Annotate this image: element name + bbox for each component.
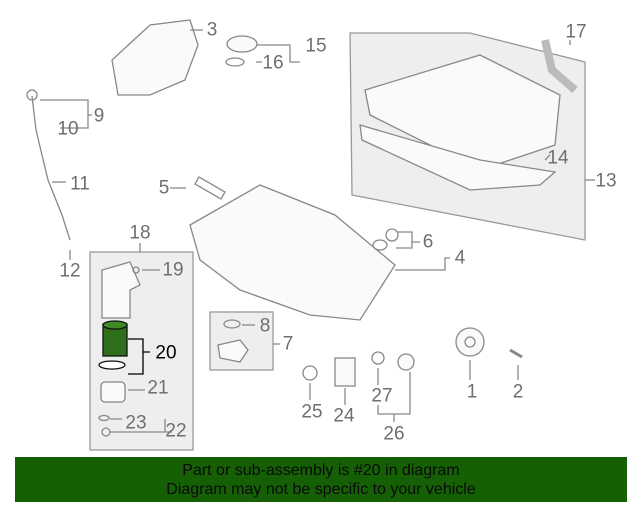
callout-15[interactable]: 15 bbox=[305, 35, 327, 57]
callout-10[interactable]: 10 bbox=[57, 118, 79, 140]
sensor-oring-part bbox=[223, 319, 241, 329]
drain-washer-part bbox=[98, 414, 110, 422]
callout-13[interactable]: 13 bbox=[595, 170, 617, 192]
callout-19[interactable]: 19 bbox=[162, 259, 184, 281]
oil-pan-part bbox=[189, 184, 396, 321]
dipstick-handle-part bbox=[26, 89, 38, 101]
callout-25[interactable]: 25 bbox=[301, 401, 323, 423]
callout-11[interactable]: 11 bbox=[70, 173, 90, 195]
callout-14[interactable]: 14 bbox=[547, 147, 569, 169]
seal-27-part bbox=[371, 351, 385, 365]
dipstick-tube-part bbox=[31, 95, 71, 241]
bolt-part bbox=[194, 176, 226, 200]
callout-16[interactable]: 16 bbox=[262, 52, 284, 74]
banner-line-2: Diagram may not be specific to your vehi… bbox=[166, 481, 476, 498]
part-26-plug bbox=[397, 353, 415, 371]
housing-seal-part bbox=[132, 266, 140, 274]
oil-filter-element-part bbox=[102, 323, 128, 357]
cap-seal-part bbox=[225, 57, 245, 67]
callout-7[interactable]: 7 bbox=[282, 333, 294, 355]
callout-12[interactable]: 12 bbox=[59, 260, 81, 282]
leader-lines bbox=[40, 29, 595, 433]
callout-3[interactable]: 3 bbox=[206, 19, 218, 41]
callout-1[interactable]: 1 bbox=[466, 381, 478, 403]
callout-9[interactable]: 9 bbox=[93, 105, 105, 127]
callout-4[interactable]: 4 bbox=[454, 247, 466, 269]
filter-cap-part bbox=[100, 381, 126, 403]
part-24 bbox=[334, 357, 356, 387]
callout-27[interactable]: 27 bbox=[371, 385, 393, 407]
callout-20-highlighted[interactable]: 20 bbox=[155, 342, 177, 364]
callout-26[interactable]: 26 bbox=[383, 423, 405, 445]
callout-23[interactable]: 23 bbox=[125, 412, 147, 434]
filter-housing-part bbox=[101, 261, 141, 319]
callout-2[interactable]: 2 bbox=[512, 381, 524, 403]
part-20-leader bbox=[128, 338, 150, 375]
seal-25-part bbox=[302, 365, 318, 381]
callout-8[interactable]: 8 bbox=[259, 315, 271, 337]
bolt-2-part bbox=[509, 348, 523, 359]
callout-21[interactable]: 21 bbox=[147, 377, 169, 399]
filter-oring-part bbox=[98, 360, 126, 370]
valve-cover-gasket-part bbox=[359, 124, 557, 191]
callout-22[interactable]: 22 bbox=[165, 420, 187, 442]
part-info-banner: Part or sub-assembly is #20 in diagram D… bbox=[15, 457, 627, 502]
banner-line-1: Part or sub-assembly is #20 in diagram bbox=[182, 462, 460, 479]
valve-cover-part bbox=[364, 54, 561, 171]
callout-24[interactable]: 24 bbox=[333, 405, 355, 427]
callout-18[interactable]: 18 bbox=[129, 222, 151, 244]
callout-5[interactable]: 5 bbox=[158, 177, 170, 199]
timing-cover-part bbox=[111, 19, 199, 96]
valve-seal-part bbox=[372, 239, 388, 251]
callout-17[interactable]: 17 bbox=[565, 21, 587, 43]
callout-6[interactable]: 6 bbox=[422, 231, 434, 253]
pulley-part bbox=[455, 327, 485, 357]
oil-cap-part bbox=[226, 35, 258, 53]
oil-level-sensor-part bbox=[217, 339, 249, 363]
valve-part bbox=[385, 228, 399, 242]
breather-hose-part bbox=[541, 39, 578, 94]
